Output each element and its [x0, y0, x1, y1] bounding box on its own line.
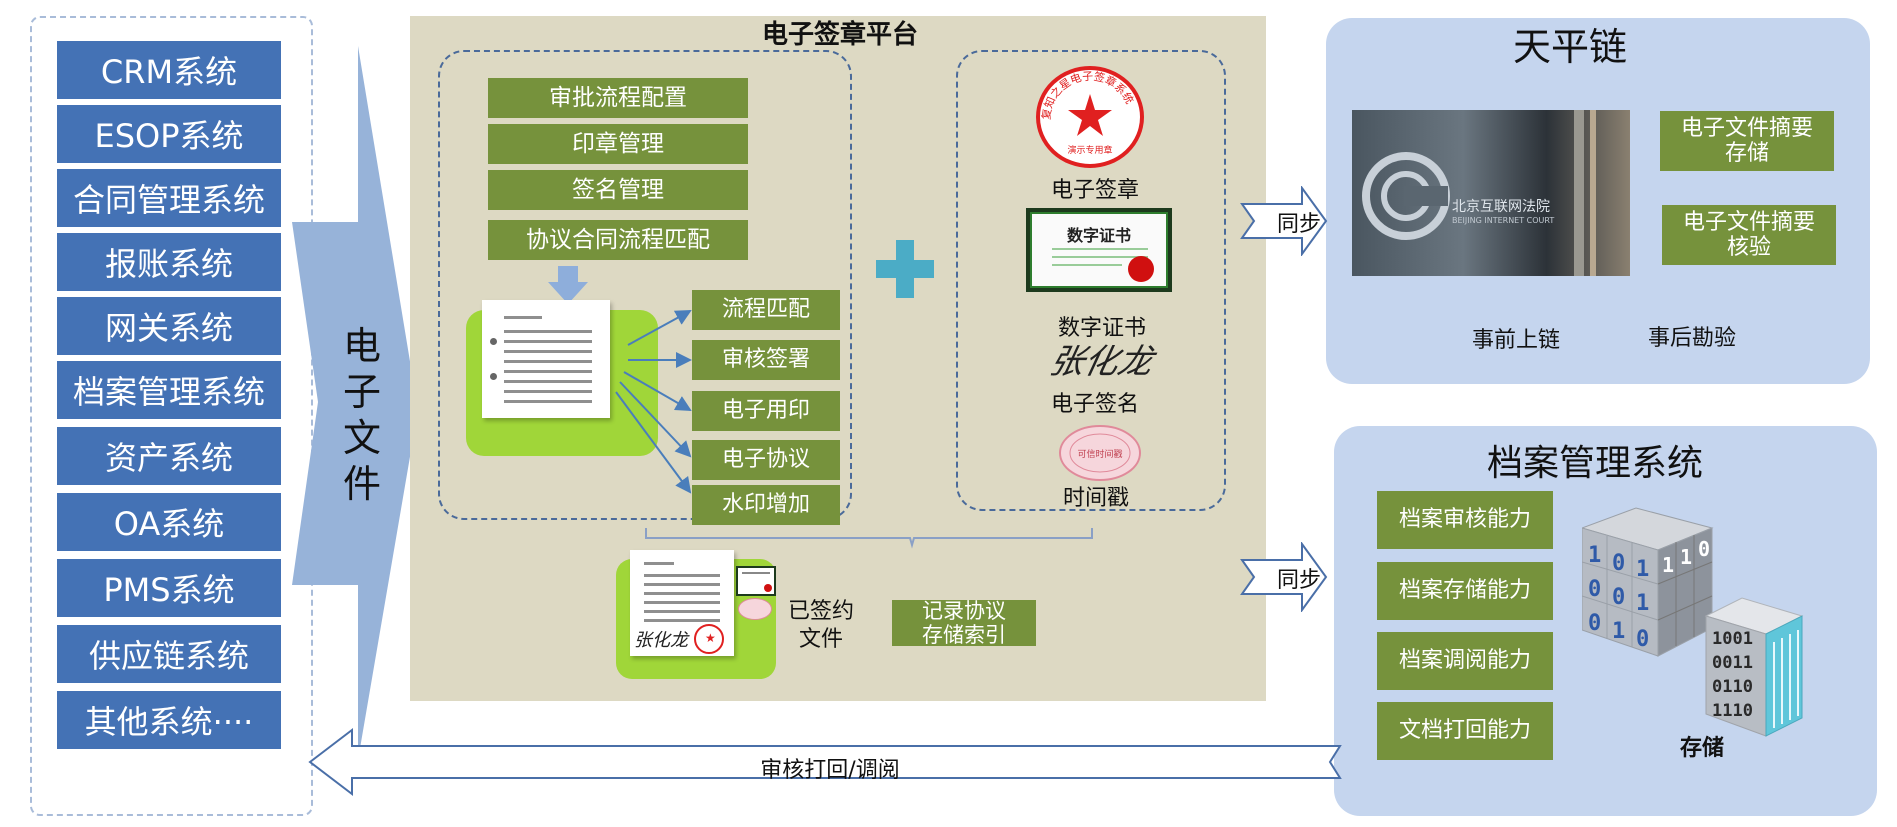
return-access-label: 审核打回/调阅 [760, 758, 900, 783]
cert-label: 数字证书 [1057, 316, 1146, 341]
record-index-line: 存储索引 [922, 623, 1006, 646]
post-check-label: 事后勘验 [1647, 326, 1736, 351]
sync-arrow-archive [1240, 542, 1328, 612]
document-icon [482, 300, 610, 418]
workflow-group [438, 50, 852, 520]
seal-label: 电子签章 [1050, 178, 1139, 203]
pre-chain-label: 事前上链 [1471, 328, 1560, 353]
timestamp-label: 时间戳 [1062, 486, 1129, 511]
system-archive[interactable]: 档案管理系统 [57, 361, 281, 419]
svg-text:0: 0 [1612, 585, 1625, 610]
flow-match-step[interactable]: 流程匹配 [692, 290, 840, 330]
svg-text:1: 1 [1612, 619, 1625, 644]
arrow-char: 子 [342, 370, 381, 414]
e-seal-step[interactable]: 电子用印 [692, 391, 840, 431]
system-expense[interactable]: 报账系统 [57, 233, 281, 291]
plus-icon [876, 240, 934, 298]
sync-label-archive: 同步 [1276, 568, 1321, 593]
source-systems-panel [30, 16, 313, 816]
digest-verify-button[interactable]: 电子文件摘要 核验 [1662, 205, 1836, 265]
down-arrow-icon [548, 266, 588, 304]
system-oa[interactable]: OA系统 [57, 493, 281, 551]
archive-storage-capability[interactable]: 档案存储能力 [1377, 562, 1553, 620]
digest-verify-line: 电子文件摘要 [1682, 209, 1815, 235]
svg-text:1: 1 [1588, 543, 1601, 568]
tianping-title: 天平链 [1512, 25, 1627, 69]
cert-title: 数字证书 [1066, 226, 1131, 245]
storage-server-icon: 1001 0011 0110 1110 [1704, 597, 1804, 737]
archive-title: 档案管理系统 [1486, 443, 1703, 484]
electronic-seal-icon: 复知之星电子签章系统 演示专用章 [1036, 66, 1144, 168]
arrow-char: 件 [342, 462, 381, 506]
digest-store-line: 存储 [1724, 141, 1769, 166]
arrow-char: 文 [342, 416, 381, 460]
signed-signature: 张化龙 [634, 630, 688, 651]
system-pms[interactable]: PMS系统 [57, 559, 281, 617]
svg-text:0: 0 [1588, 611, 1601, 636]
svg-text:1001: 1001 [1712, 629, 1753, 649]
record-index-button[interactable]: 记录协议 存储索引 [892, 600, 1036, 646]
svg-text:0110: 0110 [1712, 677, 1753, 697]
arrow-char: 电 [342, 324, 381, 368]
digest-store-line: 电子文件摘要 [1680, 115, 1813, 141]
platform-title: 电子签章平台 [761, 20, 918, 50]
svg-text:1: 1 [1662, 553, 1674, 577]
digest-store-button[interactable]: 电子文件摘要 存储 [1660, 111, 1834, 171]
signature-management-button[interactable]: 签名管理 [488, 170, 748, 210]
signed-seal-icon: ★ [694, 624, 724, 654]
contract-flow-match-button[interactable]: 协议合同流程匹配 [488, 220, 748, 260]
svg-text:0011: 0011 [1712, 653, 1753, 673]
return-access-arrow [308, 727, 1342, 797]
court-name-cn: 北京互联网法院 [1452, 199, 1550, 215]
system-gateway[interactable]: 网关系统 [57, 297, 281, 355]
system-asset[interactable]: 资产系统 [57, 427, 281, 485]
sync-label-tianping: 同步 [1276, 212, 1321, 237]
signature-label: 电子签名 [1050, 392, 1139, 417]
system-crm[interactable]: CRM系统 [57, 41, 281, 99]
svg-text:0: 0 [1612, 551, 1625, 576]
approval-flow-config-button[interactable]: 审批流程配置 [488, 78, 748, 118]
signed-file-line: 已签约 [787, 599, 854, 624]
credential-group [956, 50, 1226, 511]
record-index-line: 记录协议 [922, 600, 1006, 623]
svg-text:1110: 1110 [1712, 701, 1753, 721]
archive-review-capability[interactable]: 档案审核能力 [1377, 491, 1553, 549]
svg-text:演示专用章: 演示专用章 [1067, 144, 1112, 156]
binary-data-cube-icon: 1 0 1 0 0 1 0 1 0 1 1 0 [1582, 507, 1714, 657]
signed-timestamp-icon [738, 598, 772, 620]
archive-access-capability[interactable]: 档案调阅能力 [1377, 632, 1553, 690]
system-esop[interactable]: ESOP系统 [57, 105, 281, 163]
signed-file-line: 文件 [798, 627, 843, 652]
document-return-capability[interactable]: 文档打回能力 [1377, 702, 1553, 760]
e-agreement-step[interactable]: 电子协议 [692, 440, 840, 480]
handwritten-signature: 张化龙 [1046, 342, 1157, 382]
svg-text:1: 1 [1680, 545, 1692, 569]
beijing-internet-court-photo: 北京互联网法院 BEIJING INTERNET COURT [1352, 110, 1630, 276]
signed-cert-icon [736, 566, 776, 596]
svg-text:1: 1 [1636, 557, 1649, 582]
svg-text:可信时间戳: 可信时间戳 [1077, 448, 1122, 460]
watermark-step[interactable]: 水印增加 [692, 485, 840, 525]
system-other[interactable]: 其他系统···· [57, 691, 281, 749]
review-sign-step[interactable]: 审核签署 [692, 340, 840, 380]
digital-certificate-icon: 数字证书 [1026, 208, 1172, 292]
seal-management-button[interactable]: 印章管理 [488, 124, 748, 164]
timestamp-seal-icon: 可信时间戳 [1059, 425, 1141, 481]
court-name-en: BEIJING INTERNET COURT [1452, 216, 1555, 225]
storage-label: 存储 [1679, 736, 1724, 761]
svg-text:0: 0 [1698, 537, 1710, 561]
svg-text:0: 0 [1588, 577, 1601, 602]
sync-arrow-tianping [1240, 186, 1328, 256]
court-logo-icon [1362, 152, 1450, 240]
signed-file-label: 已签约 文件 [786, 598, 856, 654]
digest-verify-line: 核验 [1726, 235, 1771, 260]
system-contract[interactable]: 合同管理系统 [57, 169, 281, 227]
svg-text:0: 0 [1636, 627, 1649, 652]
svg-text:1: 1 [1636, 591, 1649, 616]
electronic-file-label: 电 子 文 件 [342, 323, 382, 507]
system-supply[interactable]: 供应链系统 [57, 625, 281, 683]
signed-document-icon: 张化龙 ★ [630, 550, 734, 656]
